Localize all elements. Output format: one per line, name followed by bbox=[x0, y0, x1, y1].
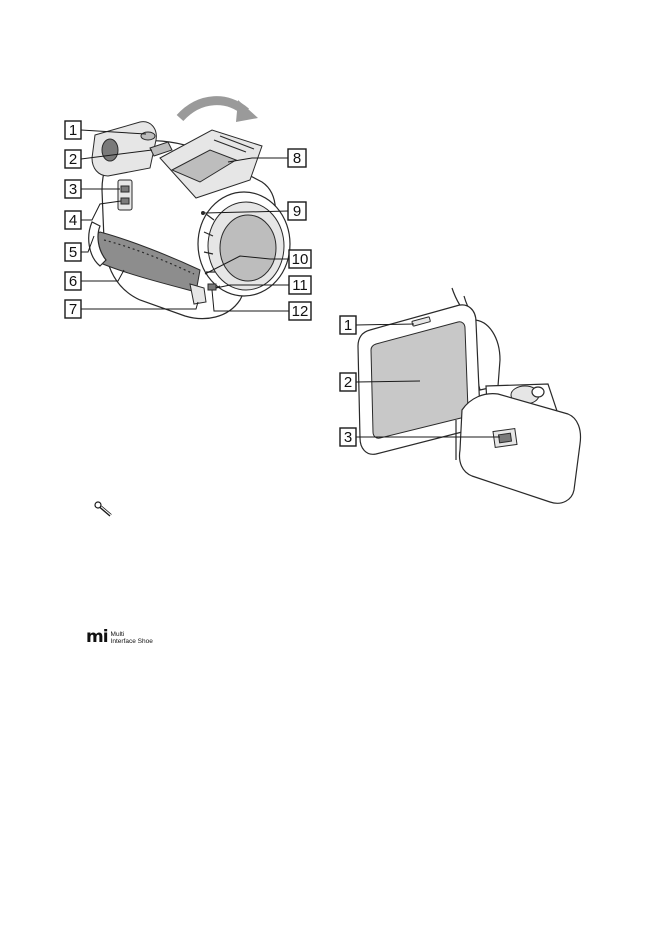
callout-1: 1 bbox=[65, 121, 81, 139]
multi-interface-shoe-logo-icon: mi Multi Interface Shoe bbox=[86, 630, 153, 645]
mi-glyph: mi bbox=[86, 630, 108, 645]
svg-text:8: 8 bbox=[293, 150, 301, 167]
open-direction-arrow bbox=[180, 101, 246, 118]
svg-text:10: 10 bbox=[292, 251, 309, 268]
pencil-note-icon bbox=[92, 500, 116, 525]
svg-text:5: 5 bbox=[69, 244, 77, 261]
lcd-panel-illustration bbox=[358, 288, 581, 503]
svg-text:6: 6 bbox=[69, 273, 77, 290]
callout-6: 6 bbox=[65, 272, 81, 290]
callout-10: 10 bbox=[289, 250, 311, 268]
lcd-callout-2: 2 bbox=[340, 373, 356, 391]
photo-button bbox=[141, 132, 155, 140]
lens-glass bbox=[220, 215, 276, 281]
callout-8: 8 bbox=[288, 149, 306, 167]
callout-7: 7 bbox=[65, 300, 81, 318]
viewfinder-eyepiece bbox=[102, 139, 118, 161]
mi-logo-line2: Interface Shoe bbox=[111, 638, 153, 645]
mi-logo-text: Multi Interface Shoe bbox=[111, 632, 153, 645]
microphone-dot bbox=[201, 211, 205, 215]
callout-3: 3 bbox=[65, 180, 81, 198]
svg-text:3: 3 bbox=[69, 181, 77, 198]
lcd-hinge-panel bbox=[460, 394, 581, 504]
callout-9: 9 bbox=[288, 202, 306, 220]
callout-5: 5 bbox=[65, 243, 81, 261]
svg-text:2: 2 bbox=[344, 374, 352, 391]
svg-text:11: 11 bbox=[292, 277, 308, 294]
svg-text:3: 3 bbox=[344, 429, 352, 446]
svg-text:1: 1 bbox=[344, 317, 352, 334]
svg-text:2: 2 bbox=[69, 151, 77, 168]
svg-text:7: 7 bbox=[69, 301, 77, 318]
callout-11: 11 bbox=[289, 276, 311, 294]
arrow-head-icon bbox=[236, 100, 258, 122]
lcd-callout-1: 1 bbox=[340, 316, 356, 334]
callout-12: 12 bbox=[289, 302, 311, 320]
svg-text:12: 12 bbox=[292, 303, 309, 320]
hdmi-jack bbox=[121, 198, 129, 204]
svg-text:9: 9 bbox=[293, 203, 301, 220]
camera-dial bbox=[532, 387, 544, 397]
jack-cover bbox=[118, 180, 132, 210]
svg-text:4: 4 bbox=[69, 212, 77, 229]
callout-2: 2 bbox=[65, 150, 81, 168]
callout-4: 4 bbox=[65, 211, 81, 229]
dc-in-jack bbox=[208, 284, 216, 290]
lcd-cover-button-face bbox=[499, 433, 512, 443]
svg-text:1: 1 bbox=[69, 122, 77, 139]
lcd-callout-3: 3 bbox=[340, 428, 356, 446]
usb-jack bbox=[121, 186, 129, 192]
